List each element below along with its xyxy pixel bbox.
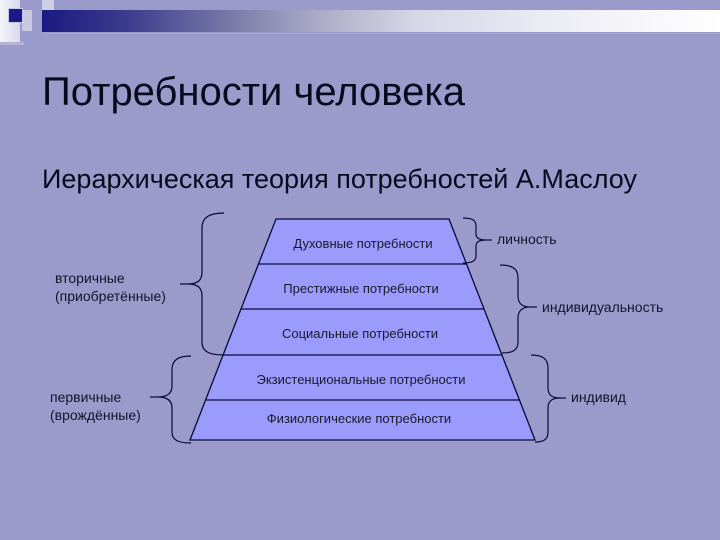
pyramid-level-physiological: Физиологические потребности <box>266 411 452 426</box>
brace-right-personality <box>462 217 487 264</box>
label-primary-innate: (врождённые) <box>50 407 141 423</box>
slide-title: Потребности человека <box>42 70 465 114</box>
pyramid-level-prestige: Престижные потребности <box>283 281 439 296</box>
header-underline <box>42 33 720 34</box>
header-decoration-shadow <box>0 42 24 45</box>
brace-right-individual <box>530 354 561 443</box>
pyramid-level-social: Социальные потребности <box>281 326 439 341</box>
brace-left-secondary <box>187 212 225 356</box>
label-primary: первичные <box>50 389 122 405</box>
label-individuality: индивидуальность <box>542 299 664 315</box>
pyramid-shape <box>189 218 536 441</box>
header-decoration-square-mid <box>22 10 32 31</box>
pyramid-level-existential: Экзистенциональные потребности <box>256 372 466 387</box>
label-secondary-acquired: (приобретённые) <box>55 288 166 304</box>
brace-left-primary <box>157 355 192 444</box>
pyramid-level-spiritual: Духовные потребности <box>293 236 433 251</box>
label-personality: личность <box>497 231 557 247</box>
header-gradient-bar <box>42 10 720 32</box>
header-decoration-square-dark <box>9 9 22 22</box>
label-secondary: вторичные <box>55 270 125 286</box>
label-individual: индивид <box>571 389 626 405</box>
slide-subtitle: Иерархическая теория потребностей А.Масл… <box>42 164 637 194</box>
brace-right-individuality <box>499 264 531 354</box>
